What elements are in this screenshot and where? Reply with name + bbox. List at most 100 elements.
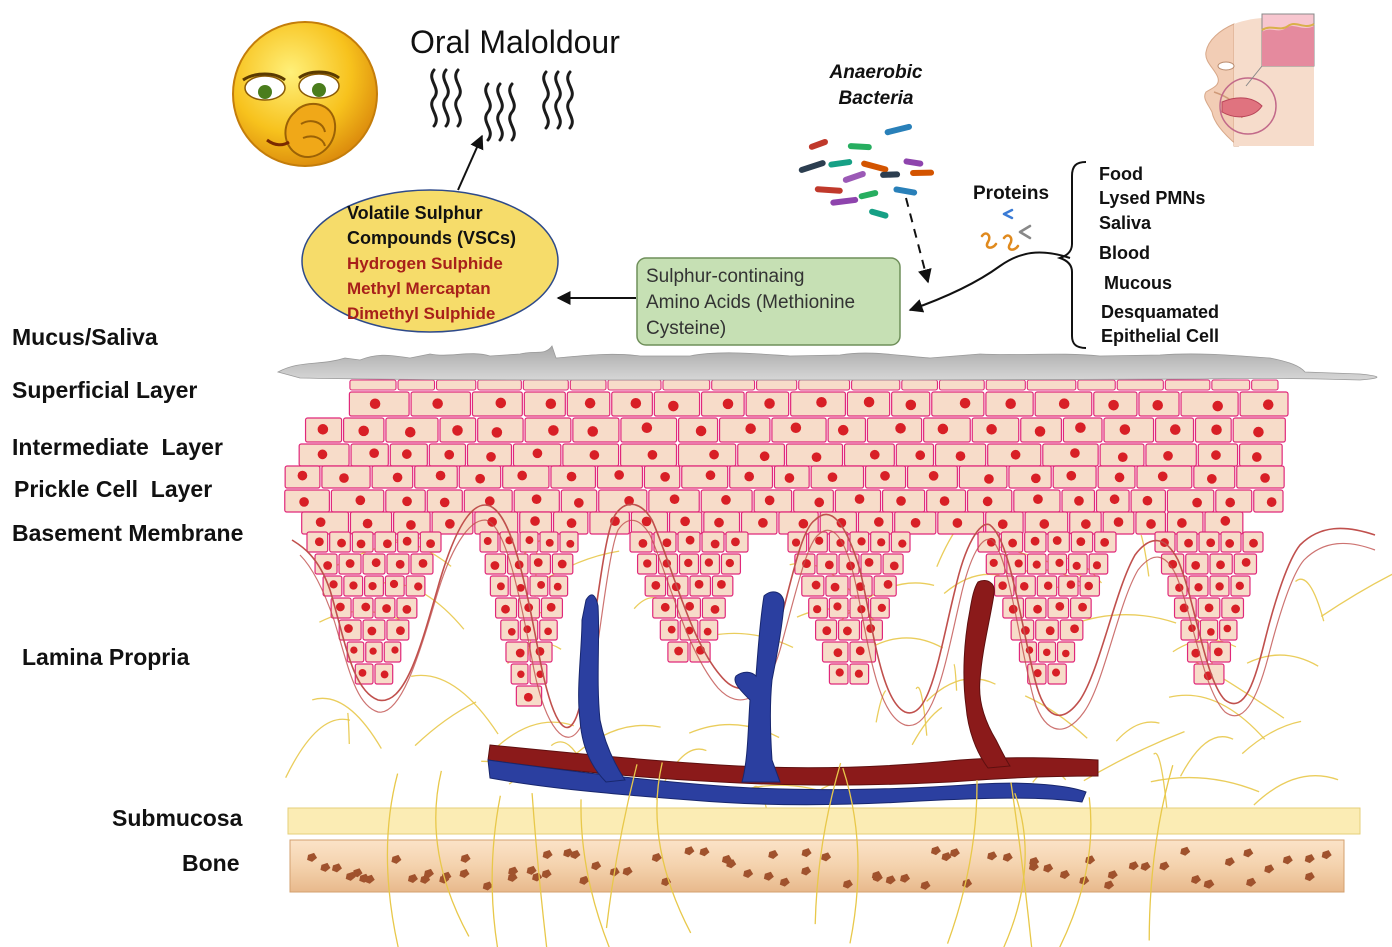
bacterium: [814, 186, 843, 194]
cell-nucleus: [877, 538, 886, 547]
cell-nucleus: [660, 471, 670, 482]
cell-nucleus: [323, 561, 333, 570]
bone-particle: [482, 881, 493, 891]
cell-nucleus: [1032, 560, 1041, 569]
bone-particle: [1059, 870, 1070, 880]
cell-nucleus: [952, 518, 963, 528]
epithelial-cell: [349, 379, 397, 391]
cell-nucleus: [630, 398, 642, 409]
cell-nucleus: [545, 398, 557, 410]
source-blood: Blood: [1099, 243, 1150, 263]
epithelial-cell: [798, 379, 851, 391]
bone-particle: [542, 849, 553, 859]
cell-nucleus: [1055, 558, 1064, 567]
bone-particle: [1029, 857, 1040, 867]
cell-nucleus: [1072, 561, 1081, 570]
collagen-fiber: [869, 637, 944, 649]
collagen-fiber: [1168, 694, 1266, 740]
vein-horizontal: [487, 759, 1087, 806]
cell-nucleus: [854, 669, 863, 678]
cell-nucleus: [1251, 452, 1262, 462]
cell-nucleus: [836, 518, 847, 528]
collagen-fiber: [414, 701, 477, 747]
bone-particle: [801, 848, 812, 858]
cell-nucleus: [1192, 497, 1202, 508]
cell-nucleus: [435, 470, 446, 481]
epithelial-cell: [1180, 391, 1239, 417]
source-food: Food: [1099, 164, 1143, 184]
cell-nucleus: [452, 425, 463, 436]
collagen-fiber: [1246, 654, 1319, 667]
cell-nucleus: [395, 559, 405, 569]
bone-particle: [920, 880, 931, 890]
collagen-fiber: [347, 712, 350, 745]
cell-nucleus: [350, 646, 358, 654]
epithelial-cell: [681, 465, 729, 489]
cell-nucleus: [614, 470, 624, 480]
cell-nucleus: [641, 516, 652, 527]
amino-line-1: Sulphur-continaing: [646, 266, 805, 287]
cell-nucleus: [382, 604, 391, 613]
epithelial-cell: [756, 379, 798, 391]
cell-nucleus: [496, 582, 505, 591]
bacterium: [798, 160, 826, 173]
bone-particle: [1304, 872, 1315, 882]
cell-nucleus: [833, 648, 843, 658]
cell-nucleus: [380, 670, 389, 679]
cell-nucleus: [367, 626, 377, 636]
bone-particle: [763, 871, 774, 881]
epithelial-cell: [938, 379, 985, 391]
bone-particle: [579, 875, 590, 885]
epithelial-cell: [718, 417, 771, 443]
bone-particle: [801, 866, 812, 876]
epithelial-cell: [810, 465, 865, 489]
vein-branch-center: [734, 591, 785, 783]
cell-nucleus: [544, 627, 552, 636]
bone-particle: [423, 868, 434, 878]
cell-nucleus: [674, 646, 684, 656]
bone-particle: [331, 863, 342, 873]
cell-nucleus: [339, 473, 349, 483]
cell-nucleus: [710, 604, 720, 614]
cell-nucleus: [1184, 538, 1193, 548]
cell-nucleus: [685, 626, 694, 635]
cell-nucleus: [1211, 450, 1221, 460]
cell-nucleus: [833, 602, 842, 611]
cell-nucleus: [744, 471, 755, 482]
cell-nucleus: [989, 558, 998, 567]
epithelial-cell: [711, 379, 756, 391]
cell-nucleus: [444, 449, 455, 460]
cell-nucleus: [703, 627, 712, 636]
bacterium: [808, 139, 829, 150]
epithelial-cell: [1166, 489, 1215, 513]
cell-nucleus: [299, 497, 309, 507]
cell-nucleus: [651, 580, 661, 590]
collagen-fiber: [875, 690, 887, 723]
epithelial-cell: [524, 417, 572, 443]
cell-nucleus: [798, 518, 809, 529]
cell-nucleus: [997, 519, 1008, 530]
cell-nucleus: [982, 496, 993, 507]
cell-nucleus: [863, 396, 875, 408]
cell-nucleus: [362, 518, 373, 529]
cell-nucleus: [816, 396, 827, 408]
label-bone: Bone: [182, 850, 240, 876]
collagen-fiber: [656, 762, 692, 934]
bone-particle: [949, 848, 960, 858]
bone-particle: [1159, 861, 1170, 871]
bone-particle: [541, 869, 552, 879]
diagram-title: Oral Maloldour: [410, 24, 620, 60]
cell-nucleus: [1034, 426, 1046, 437]
cell-nucleus: [361, 602, 371, 612]
cell-nucleus: [910, 517, 921, 528]
bone-particle: [459, 869, 470, 879]
cell-nucleus: [401, 449, 412, 459]
cell-nucleus: [814, 497, 825, 508]
bone-particle: [407, 873, 418, 883]
cell-nucleus: [1074, 495, 1084, 506]
bone-particle: [743, 868, 754, 878]
cell-nucleus: [1043, 648, 1051, 657]
bacteria-label: Anaerobic Bacteria: [826, 60, 926, 112]
bone-particle: [364, 874, 375, 884]
cell-nucleus: [501, 604, 510, 614]
